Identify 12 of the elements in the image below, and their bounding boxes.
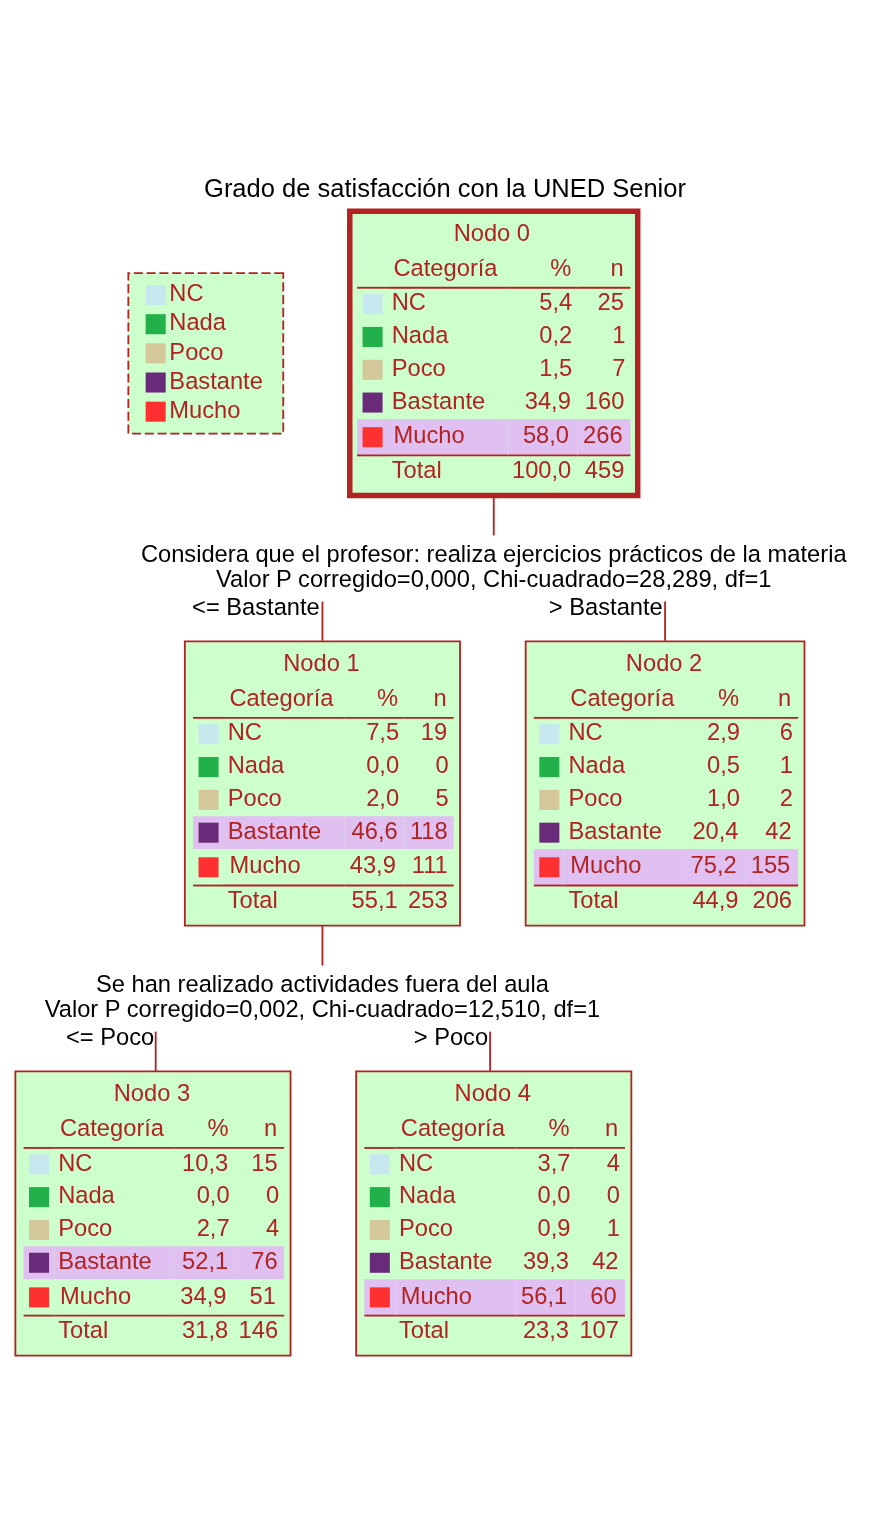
legend-label: NC	[169, 279, 204, 306]
edge-label: <= Bastante	[192, 593, 320, 620]
edge-label: > Bastante	[548, 593, 663, 620]
node-text: Considera que el profesor: realiza ejercicios prácticos de la materia Valor P corregido=0,000, Chi-cuadrado=28,289, df=1	[140, 540, 847, 592]
legend-label: Nada	[169, 308, 226, 335]
edge-label: > Poco	[413, 1023, 489, 1050]
legend-label: Bastante	[169, 367, 263, 394]
node-text: Se han realizado actividades fuera del aula Valor P corregido=0,002, Chi-cuadrado=12,510, df=1	[44, 970, 601, 1022]
diagram-title: Grado de satisfacción con la UNED Senior	[204, 173, 686, 202]
legend-label: Poco	[169, 338, 224, 365]
edge-label: <= Poco	[66, 1023, 155, 1050]
legend-label: Mucho	[169, 396, 241, 423]
